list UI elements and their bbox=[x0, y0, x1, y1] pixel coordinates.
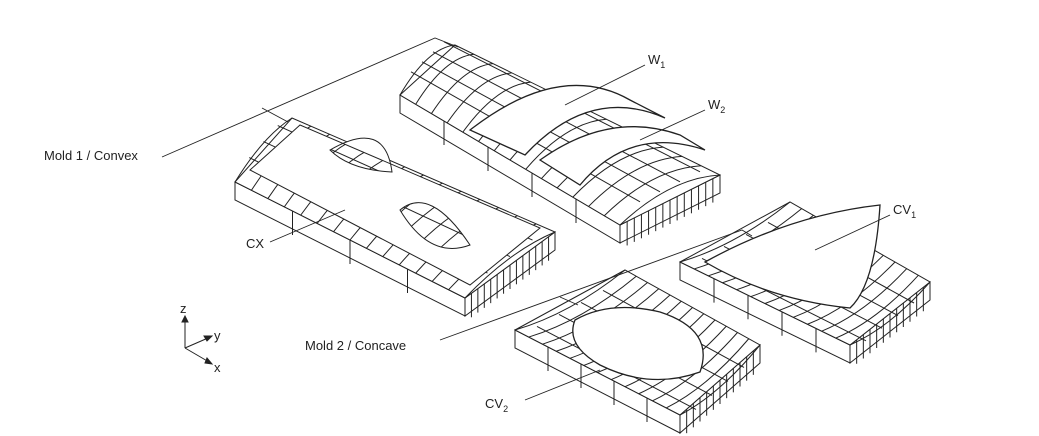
w1-sub: 1 bbox=[660, 60, 666, 70]
label-mold1: Mold 1 / Convex bbox=[44, 148, 138, 163]
leader-mold2-branch bbox=[559, 296, 579, 306]
mold2-concave-cv2 bbox=[513, 269, 761, 435]
label-w2: W2 bbox=[708, 97, 725, 115]
leader-cx bbox=[269, 209, 346, 243]
axis-label-x: x bbox=[214, 360, 221, 375]
cv1-text: CV bbox=[893, 202, 912, 217]
mold1-convex-cx bbox=[234, 117, 556, 318]
cv2-text: CV bbox=[485, 396, 504, 411]
surface-cv2 bbox=[572, 306, 704, 381]
w1-text: W bbox=[648, 52, 661, 67]
cv2-sub: 2 bbox=[503, 404, 509, 414]
w2-sub: 2 bbox=[720, 105, 726, 115]
surface-cv1 bbox=[703, 204, 881, 309]
leader-lines bbox=[161, 37, 891, 401]
w2-text: W bbox=[708, 97, 721, 112]
leader-cv1 bbox=[814, 214, 891, 251]
label-w1: W1 bbox=[648, 52, 665, 70]
leader-mold1-branch bbox=[261, 107, 289, 123]
x-axis bbox=[184, 347, 210, 363]
mold1-convex-w bbox=[399, 41, 722, 246]
label-cv1: CV1 bbox=[893, 202, 916, 220]
leader-mold1 bbox=[161, 37, 459, 158]
axis-label-y: y bbox=[214, 328, 221, 343]
leader-w2 bbox=[639, 109, 706, 141]
leader-w1 bbox=[564, 64, 646, 106]
axis-label-z: z bbox=[180, 301, 187, 316]
mold2-concave-cv1 bbox=[678, 201, 931, 365]
label-cv2: CV2 bbox=[485, 396, 508, 414]
leader-mold2 bbox=[439, 229, 753, 341]
cv1-sub: 1 bbox=[911, 210, 917, 220]
leader-cv2 bbox=[524, 369, 601, 401]
axis-triad bbox=[181, 314, 214, 365]
surface-cx bbox=[249, 124, 541, 286]
label-cx: CX bbox=[246, 236, 265, 251]
surface-w1 bbox=[468, 84, 666, 156]
surface-w2 bbox=[538, 126, 706, 186]
y-axis bbox=[184, 337, 209, 349]
label-mold2: Mold 2 / Concave bbox=[305, 338, 407, 353]
x-arrow-icon bbox=[204, 357, 214, 365]
z-arrow-icon bbox=[181, 314, 189, 323]
y-arrow-icon bbox=[203, 335, 214, 342]
